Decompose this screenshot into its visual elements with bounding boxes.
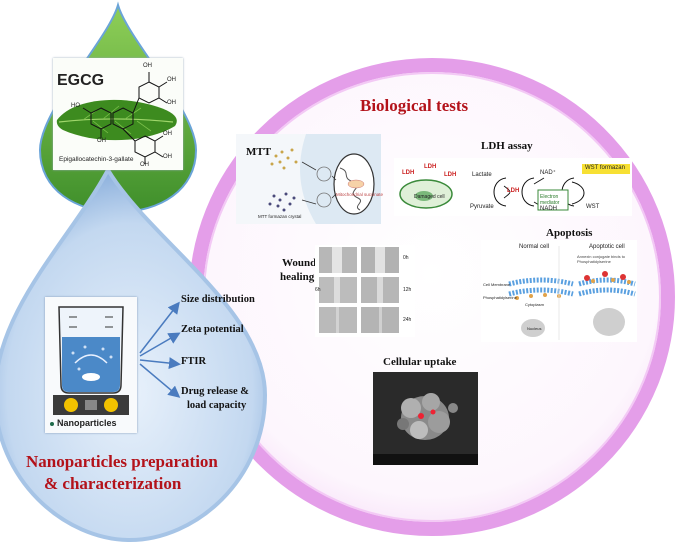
egcg-subtitle: Epigallocatechin-3-gallate (59, 156, 134, 163)
mtt-label: MTT (246, 146, 272, 158)
nucleus-label: Nucleus (527, 326, 542, 331)
nanoparticles-card: Nanoparticles (45, 297, 137, 433)
time-label: 6h (315, 287, 321, 293)
mtt-illustration (236, 134, 381, 224)
lactate-label: Lactate (472, 172, 492, 178)
time-label: 24h (403, 317, 412, 323)
oh-label: OH (163, 154, 172, 160)
annexin-label: Annexin conjugate binds to Phosphatidyls… (577, 254, 626, 264)
mitochondria-caption: Mitochondrial succinate (336, 192, 384, 197)
biological-tests-title: Biological tests (360, 96, 469, 115)
arrow-size (139, 301, 180, 354)
nanoparticles-label: Nanoparticles (57, 418, 117, 428)
time-label: 0h (403, 255, 409, 261)
preparation-title-line2: & characterization (44, 474, 182, 493)
arrow-drug-release (139, 363, 181, 398)
oh-label: OH (167, 77, 176, 83)
wst-label: WST (586, 204, 600, 210)
apoptosis-illustration (508, 246, 636, 340)
wound-healing-label-2: healing (280, 271, 315, 283)
nadh-label: NADH (540, 206, 558, 212)
ftir-label: FTIR (181, 356, 207, 367)
wst-formazan-label: WST formazan (585, 165, 625, 171)
normal-cell-label: Normal cell (519, 244, 550, 250)
preparation-title-line1: Nanoparticles preparation (26, 452, 218, 471)
egcg-molecule-structure (56, 72, 177, 164)
oh-label: OH (167, 100, 176, 106)
electron-mediator-label: Electron mediator (540, 194, 560, 206)
ho-label: HO (71, 103, 80, 109)
mtt-formazan-caption: MTT formazan crystal (258, 214, 302, 219)
ldh-tag: LDH (424, 164, 437, 170)
wound-healing-label-1: Wound (282, 257, 317, 269)
ldh-panel: LDH LDH LDH Damaged cell Lactate NAD⁺ Py… (394, 158, 632, 216)
size-distribution-label: Size distribution (181, 294, 255, 305)
apoptosis-panel: Normal cell Apoptotic cell Annexin conju… (481, 240, 637, 342)
oh-label: OH (97, 138, 106, 144)
ldh-tag: LDH (444, 172, 457, 178)
cytoplasm-label: Cytoplasm (525, 302, 544, 307)
egcg-title: EGCG (57, 72, 105, 89)
oh-label: OH (143, 63, 152, 69)
time-label: 12h (403, 287, 412, 293)
phosphatidylserine-label: Phosphatidylserine (483, 295, 517, 300)
cellular-uptake-label: Cellular uptake (383, 356, 457, 368)
sem-micrograph (373, 372, 478, 465)
pyruvate-label: Pyruvate (470, 204, 494, 210)
ldh-tag: LDH (402, 170, 415, 176)
arrow-zeta (139, 332, 181, 357)
arrow-ftir (139, 357, 181, 370)
wound-healing-micrographs (319, 247, 399, 333)
apoptosis-label: Apoptosis (546, 227, 593, 239)
oh-label: OH (163, 131, 172, 137)
ldh-enzyme-label: LDH (507, 188, 520, 194)
egcg-card: EGCG Epigallocatechin-3-gallate OH OH OH… (53, 58, 183, 170)
cell-membrane-label: Cell Membrane (483, 282, 511, 287)
ldh-reaction-diagram (399, 164, 630, 211)
apoptotic-cell-label: Apoptotic cell (589, 244, 625, 250)
nucleus-icon (521, 319, 545, 337)
oh-label: OH (140, 162, 149, 168)
nad-label: NAD⁺ (540, 170, 556, 176)
mtt-panel: MTT MTT formazan crystal Mitochondrial s… (236, 134, 384, 224)
load-capacity-label: load capacity (187, 400, 247, 411)
drug-release-label: Drug release & (181, 386, 250, 397)
nucleus-icon (593, 308, 625, 336)
apoptotic-membrane (578, 271, 636, 297)
ldh-assay-label: LDH assay (481, 140, 533, 152)
beaker-hotplate-icon (50, 306, 129, 426)
cellular-uptake-panel (373, 372, 478, 465)
normal-membrane (508, 277, 574, 300)
zeta-potential-label: Zeta potential (181, 324, 244, 335)
wound-healing-panel: 0h 6h 12h 24h (315, 245, 415, 337)
damaged-cell-label: Damaged cell (414, 194, 445, 200)
